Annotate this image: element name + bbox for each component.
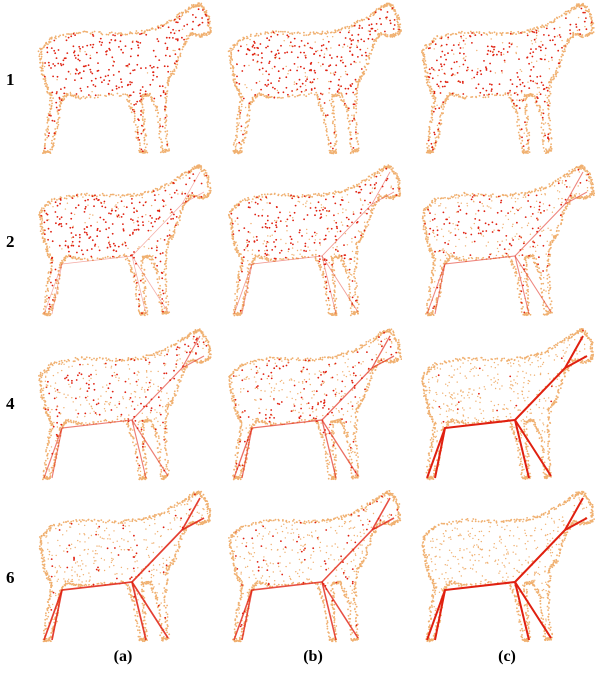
column-label-b: (b) [283, 648, 343, 666]
row-label-2: 2 [6, 232, 15, 252]
horse-point-cloud [22, 2, 212, 157]
horse-panel-2-c [405, 164, 595, 319]
row-label-6: 6 [6, 568, 15, 588]
column-label-c: (c) [477, 648, 537, 666]
horse-panel-4-c [405, 328, 595, 483]
horse-point-cloud [212, 490, 402, 645]
horse-point-cloud [212, 2, 402, 157]
horse-point-cloud [405, 328, 595, 483]
horse-point-cloud [212, 328, 402, 483]
row-label-1: 1 [6, 70, 15, 90]
horse-panel-1-a [22, 2, 212, 157]
horse-panel-4-a [22, 328, 212, 483]
horse-panel-1-b [212, 2, 402, 157]
horse-point-cloud [405, 490, 595, 645]
horse-point-cloud [405, 164, 595, 319]
horse-panel-2-a [22, 164, 212, 319]
horse-point-cloud [22, 328, 212, 483]
horse-point-cloud [212, 164, 402, 319]
horse-panel-4-b [212, 328, 402, 483]
horse-point-cloud [405, 2, 595, 157]
horse-panel-6-b [212, 490, 402, 645]
column-label-a: (a) [93, 648, 153, 666]
horse-point-cloud [22, 164, 212, 319]
horse-panel-2-b [212, 164, 402, 319]
horse-point-cloud [22, 490, 212, 645]
horse-panel-6-a [22, 490, 212, 645]
horse-panel-1-c [405, 2, 595, 157]
row-label-4: 4 [6, 394, 15, 414]
horse-panel-6-c [405, 490, 595, 645]
